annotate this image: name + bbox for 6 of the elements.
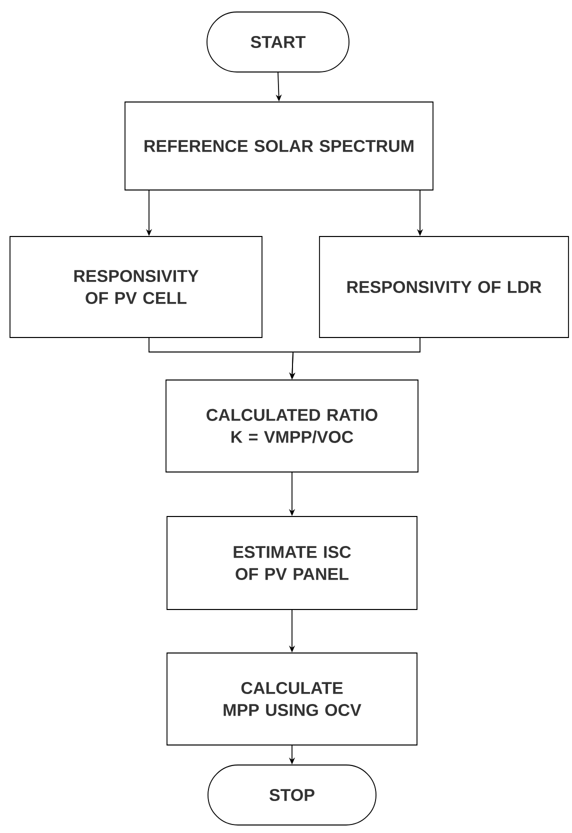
- process-box: REFERENCE SOLAR SPECTRUM: [124, 102, 434, 190]
- process-box: CALCULATE MPP USING OCV: [166, 652, 418, 746]
- process-box: CALCULATED RATIO K = VMPP/VOC: [166, 380, 418, 472]
- process-box: RESPONSIVITY OF PV CELL: [10, 236, 262, 338]
- process-box: RESPONSIVITY OF LDR: [319, 236, 569, 338]
- process-box: ESTIMATE ISC OF PV PANEL: [166, 516, 418, 610]
